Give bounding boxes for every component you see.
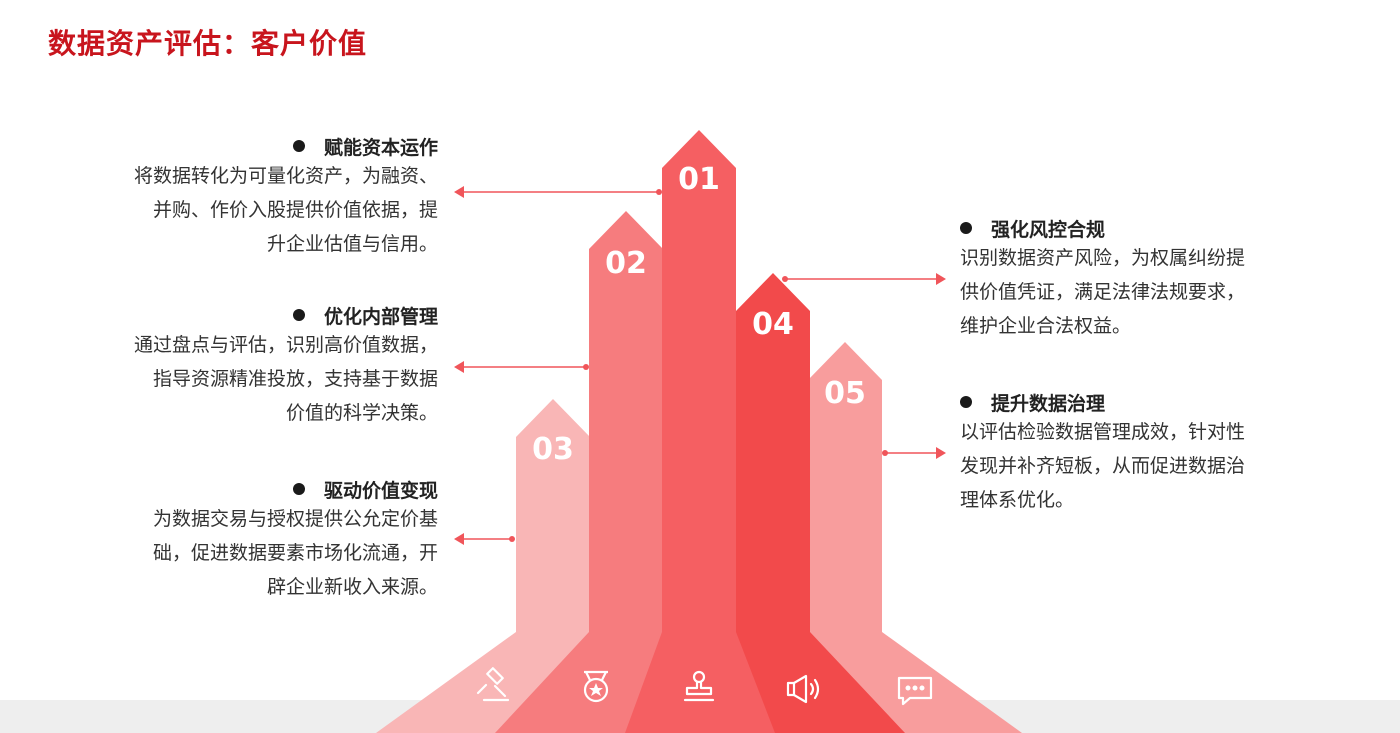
chat-icon bbox=[897, 676, 933, 706]
page-title: 数据资产评估：客户价值 bbox=[48, 27, 368, 60]
item-line: 价值的科学决策。 bbox=[285, 402, 438, 424]
item-body: 为数据交易与授权提供公允定价基 础，促进数据要素市场化流通，开 辟企业新收入来源… bbox=[153, 502, 438, 604]
item-heading: 赋能资本运作 bbox=[323, 136, 438, 159]
item-line: 通过盘点与评估，识别高价值数据， bbox=[133, 334, 438, 356]
item-heading: 驱动价值变现 bbox=[323, 479, 438, 502]
item-line: 维护企业合法权益。 bbox=[960, 315, 1132, 337]
item-line: 发现并补齐短板，从而促进数据治 bbox=[960, 455, 1246, 477]
arrow-03-number: 03 bbox=[532, 432, 574, 467]
bullet-dot bbox=[292, 140, 305, 152]
item-line: 将数据转化为可量化资产，为融资、 bbox=[133, 165, 438, 187]
item-monetize: 驱动价值变现 为数据交易与授权提供公允定价基 础，促进数据要素市场化流通，开 辟… bbox=[153, 476, 438, 604]
arrow-02-number: 02 bbox=[605, 246, 647, 281]
item-line: 升企业估值与信用。 bbox=[266, 233, 438, 255]
item-body: 识别数据资产风险，为权属纠纷提 供价值凭证，满足法律法规要求， 维护企业合法权益… bbox=[960, 241, 1245, 343]
connector-governance bbox=[882, 447, 946, 459]
megaphone-icon bbox=[786, 674, 820, 704]
bullet-dot bbox=[960, 222, 972, 234]
item-body: 将数据转化为可量化资产，为融资、 并购、作价入股提供价值依据，提 升企业估值与信… bbox=[134, 159, 438, 261]
item-management: 优化内部管理 通过盘点与评估，识别高价值数据， 指导资源精准投放，支持基于数据 … bbox=[134, 302, 438, 430]
item-heading: 提升数据治理 bbox=[991, 392, 1106, 415]
item-line: 以评估检验数据管理成效，针对性 bbox=[960, 421, 1246, 443]
arrow-01-number: 01 bbox=[678, 162, 720, 197]
item-line: 理体系优化。 bbox=[960, 489, 1075, 511]
item-body: 以评估检验数据管理成效，针对性 发现并补齐短板，从而促进数据治 理体系优化。 bbox=[960, 415, 1245, 517]
item-risk: 强化风控合规 识别数据资产风险，为权属纠纷提 供价值凭证，满足法律法规要求， 维… bbox=[960, 215, 1245, 343]
arrow-01 bbox=[625, 130, 775, 733]
connector-monetize bbox=[454, 533, 515, 545]
item-line: 指导资源精准投放，支持基于数据 bbox=[152, 368, 438, 390]
item-line: 辟企业新收入来源。 bbox=[266, 576, 438, 598]
connector-management bbox=[454, 361, 589, 373]
connector-capital bbox=[454, 186, 662, 198]
item-heading: 优化内部管理 bbox=[323, 305, 438, 328]
arrow-04 bbox=[653, 273, 905, 733]
stamp-icon bbox=[683, 670, 715, 702]
connector-risk bbox=[782, 273, 946, 285]
item-line: 础，促进数据要素市场化流通，开 bbox=[152, 542, 438, 564]
item-body: 通过盘点与评估，识别高价值数据， 指导资源精准投放，支持基于数据 价值的科学决策… bbox=[134, 328, 438, 430]
arrow-05-number: 05 bbox=[824, 376, 866, 411]
item-governance: 提升数据治理 以评估检验数据管理成效，针对性 发现并补齐短板，从而促进数据治 理… bbox=[960, 389, 1245, 517]
bullet-dot bbox=[960, 396, 972, 408]
item-line: 为数据交易与授权提供公允定价基 bbox=[152, 508, 438, 530]
item-line: 供价值凭证，满足法律法规要求， bbox=[960, 281, 1246, 303]
item-capital: 赋能资本运作 将数据转化为可量化资产，为融资、 并购、作价入股提供价值依据，提 … bbox=[134, 133, 438, 261]
bullet-dot bbox=[292, 309, 305, 321]
item-line: 识别数据资产风险，为权属纠纷提 bbox=[960, 247, 1246, 269]
bullet-dot bbox=[292, 483, 305, 495]
item-line: 并购、作价入股提供价值依据，提 bbox=[152, 199, 438, 221]
gavel-icon bbox=[476, 667, 510, 702]
item-heading: 强化风控合规 bbox=[991, 218, 1106, 241]
arrow-04-number: 04 bbox=[752, 307, 794, 342]
arrow-02 bbox=[495, 211, 745, 733]
medal-icon bbox=[583, 670, 609, 703]
